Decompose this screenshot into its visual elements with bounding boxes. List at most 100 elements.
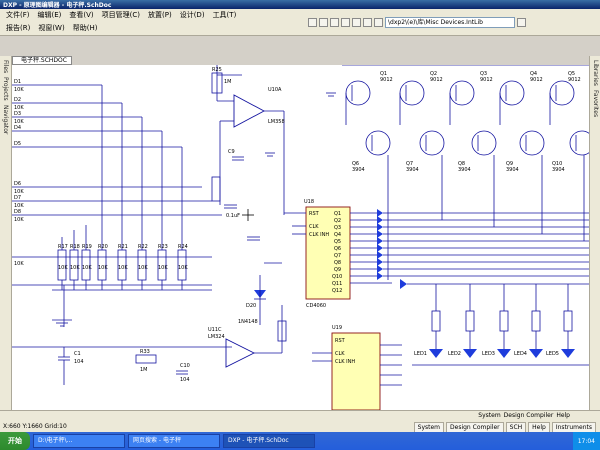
transistors-top	[342, 65, 589, 125]
transistor-ref: Q10	[552, 161, 562, 167]
transistor-ref: Q1	[380, 71, 387, 77]
opamp-part: LM358	[268, 119, 285, 125]
ground-port-icon[interactable]	[352, 17, 361, 27]
menu-row-2: 报告(R) 视窗(W) 帮助(H)	[0, 22, 600, 35]
title-bar: DXP - 原理图编辑器 - 电子秤.SchDoc	[0, 0, 600, 9]
part-tool-icon[interactable]	[363, 17, 372, 27]
net-label: D8	[14, 209, 21, 215]
output-bus	[383, 212, 589, 285]
taskbar-item[interactable]: 网页搜索 - 电子秤	[128, 434, 220, 448]
ic-pin: Q3	[334, 225, 341, 231]
menu-tools[interactable]: 工具(T)	[212, 11, 237, 19]
power-port-icon[interactable]	[341, 17, 350, 27]
ic-pin: Q6	[334, 246, 341, 252]
cap-value: 0.1uF	[226, 213, 240, 219]
net-label: D3	[14, 111, 21, 117]
schematic-canvas[interactable]: D1 D2 D3 D4 D5 D6 D7 D8 10K 10K 10K 10K …	[12, 65, 589, 410]
document-tab[interactable]: 电子秤.SCHDOC	[12, 56, 72, 65]
ic-pin: Q4	[334, 232, 341, 238]
tab-navigator[interactable]: Navigator	[2, 104, 9, 135]
clock: 17:04	[577, 437, 595, 445]
transistor-value: 9012	[430, 77, 443, 83]
resistor-value: 10K	[118, 265, 128, 271]
status-link[interactable]: System	[478, 412, 501, 419]
transistor-value: 3904	[406, 167, 419, 173]
status-link[interactable]: Design Compiler	[503, 412, 554, 419]
resistor-ref: R18	[70, 244, 80, 250]
transistor-ref: Q7	[406, 161, 413, 167]
ic-pin: Q10	[332, 274, 342, 280]
tab-files[interactable]: Files	[2, 60, 9, 74]
ic-pin: Q12	[332, 288, 342, 294]
led-label: LED4	[514, 351, 527, 357]
wire-tool-icon[interactable]	[308, 17, 317, 27]
net-label-icon[interactable]	[330, 17, 339, 27]
status-link[interactable]: Help	[556, 412, 570, 419]
menu-edit[interactable]: 编辑(E)	[37, 11, 62, 19]
ic-pin: CLK INH	[309, 232, 329, 238]
menu-place[interactable]: 放置(P)	[148, 11, 172, 19]
transistor-ref: Q4	[530, 71, 537, 77]
left-panel: Files Projects Navigator	[0, 56, 12, 410]
taskbar-item[interactable]: D:\电子秤\...	[33, 434, 125, 448]
left-input-wires	[12, 84, 232, 348]
tab-libraries[interactable]: Libraries	[592, 60, 599, 86]
resistor-ref: R23	[158, 244, 168, 250]
menu-window[interactable]: 视窗(W)	[38, 24, 65, 32]
transistor-ref: Q5	[568, 71, 575, 77]
library-combo[interactable]: \dxp2\(e)\库\Misc Devices.IntLib	[385, 16, 515, 28]
tab-favorites[interactable]: Favorites	[592, 89, 599, 118]
diode-ref: D20	[246, 303, 256, 309]
left-labels: D1 D2 D3 D4 D5 D6 D7 D8 10K 10K 10K 10K …	[14, 79, 24, 267]
ic-pin: Q9	[334, 267, 341, 273]
menu-view[interactable]: 查看(V)	[69, 11, 94, 19]
transistor-ref: Q8	[458, 161, 465, 167]
net-value: 10K	[14, 261, 24, 267]
led-label: LED1	[414, 351, 427, 357]
ic-pin: Q5	[334, 239, 341, 245]
ic-u19: U19 RST CLK CLK INH	[312, 325, 402, 410]
resistor-value: 10K	[98, 265, 108, 271]
bus-tool-icon[interactable]	[319, 17, 328, 27]
resistor-bank: R17 R18 R19 R20 R21 R22 R23 R24 10K 10K …	[52, 244, 212, 291]
net-value: 10K	[14, 119, 24, 125]
start-button[interactable]: 开始	[0, 432, 30, 450]
menu-design[interactable]: 设计(D)	[179, 11, 205, 19]
net-label: D2	[14, 97, 21, 103]
menu-bar: 文件(F) 编辑(E) 查看(V) 项目管理(C) 放置(P) 设计(D) 工具…	[0, 9, 600, 36]
resistor-value: 10K	[138, 265, 148, 271]
ic-ref: U18	[304, 199, 314, 205]
menu-help[interactable]: 帮助(H)	[72, 24, 98, 32]
menu-file[interactable]: 文件(F)	[6, 11, 30, 19]
resistor-value: 10K	[178, 265, 188, 271]
transistor-ref: Q3	[480, 71, 487, 77]
transistor-value: 9012	[530, 77, 543, 83]
net-value: 10K	[14, 189, 24, 195]
tab-projects[interactable]: Projects	[2, 77, 9, 101]
taskbar-item-active[interactable]: DXP - 电子秤.SchDoc	[223, 434, 315, 448]
status-links: System Design Compiler Help	[478, 412, 570, 419]
net-label: D1	[14, 79, 21, 85]
ic-pin: CLK	[309, 224, 319, 230]
net-label: D7	[14, 195, 21, 201]
bottom-left-parts	[58, 347, 188, 385]
menu-reports[interactable]: 报告(R)	[6, 24, 31, 32]
net-label: D6	[14, 181, 21, 187]
system-tray: 17:04	[572, 432, 600, 450]
resistor-ref: R17	[58, 244, 68, 250]
net-label: D5	[14, 141, 21, 147]
resistor-ref: R25	[212, 67, 222, 73]
transistor-value: 3904	[458, 167, 471, 173]
capacitor-group	[211, 156, 282, 264]
resistor-ref: R21	[118, 244, 128, 250]
ic-pin: CLK INH	[335, 359, 355, 365]
cursor-coords: X:660 Y:1660 Grid:10	[3, 423, 67, 430]
right-panel: Libraries Favorites	[589, 56, 600, 410]
browse-icon[interactable]	[517, 17, 526, 27]
transistor-ref: Q6	[352, 161, 359, 167]
transistor-value: 3904	[506, 167, 519, 173]
net-value: 10K	[14, 217, 24, 223]
port-tool-icon[interactable]	[374, 17, 383, 27]
menu-project[interactable]: 项目管理(C)	[101, 11, 141, 19]
ic-pin: CLK	[335, 351, 345, 357]
